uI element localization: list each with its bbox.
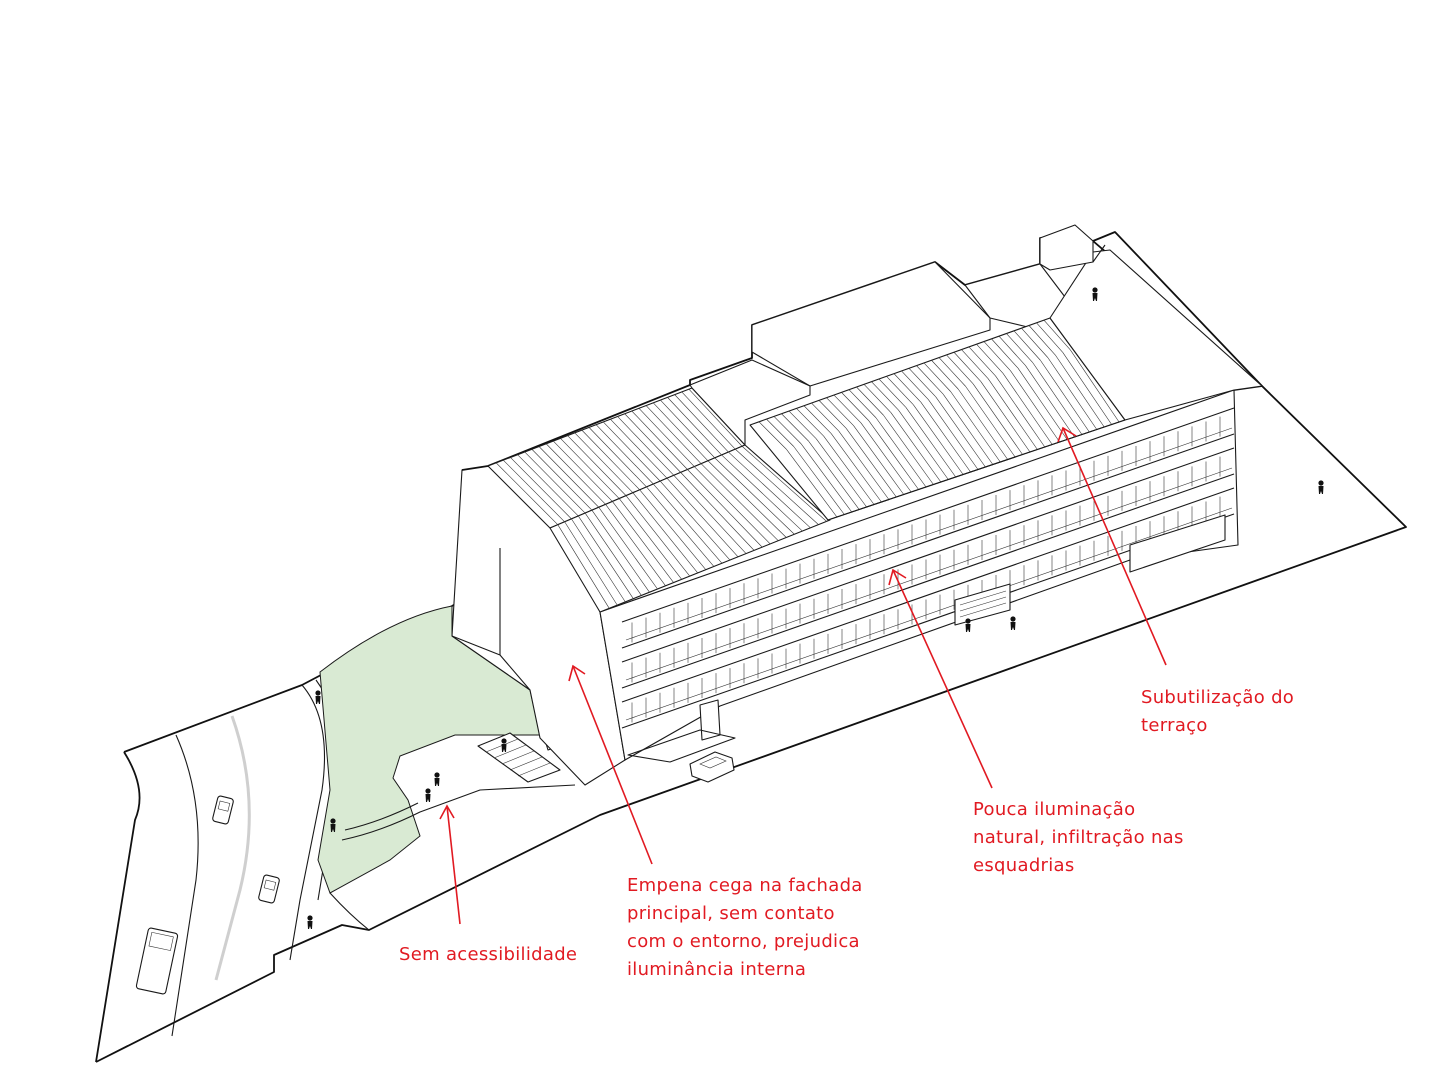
annotation-iluminacao-line-1: Pouca iluminação [973,799,1136,820]
road [135,679,340,1037]
floor-bands [621,407,1235,729]
arrow-empena [568,664,653,865]
upper-volume [751,261,991,387]
arrow-iluminacao [888,568,993,789]
person-figure [315,690,321,704]
person-figure [425,788,431,802]
person-figure [1010,616,1016,630]
annotation-empena: Empena cega na fachada principal, sem co… [627,872,863,984]
annotation-empena-line-2: principal, sem contato [627,903,835,924]
annotation-iluminacao-line-2: natural, infiltração nas [973,827,1184,848]
car-road-1 [212,795,234,825]
annotation-terraco: Subutilização do terraço [1141,684,1294,740]
person-figure [307,915,313,929]
annotation-terraco-line-2: terraço [1141,715,1208,736]
person-figure [1092,287,1098,301]
annotation-iluminacao-line-3: esquadrias [973,855,1075,876]
arrow-acessibilidade [439,804,461,925]
annotation-empena-line-3: com o entorno, prejudica [627,931,860,952]
bus-road [135,927,179,995]
annotation-acessibilidade: Sem acessibilidade [399,941,577,969]
people-figures [307,287,1324,929]
person-figure [434,772,440,786]
arrow-terraco [1057,426,1167,666]
annotation-iluminacao: Pouca iluminação natural, infiltração na… [973,796,1184,880]
window-mullions [631,416,1221,723]
roof-left-ribs [495,388,827,609]
person-figure [965,618,971,632]
annotation-empena-line-4: iluminância interna [627,959,807,980]
car-facade [689,751,735,783]
annotation-terraco-line-1: Subutilização do [1141,687,1295,708]
person-figure [501,738,507,752]
roof-right-ribs [758,319,1120,518]
annotation-arrows [439,426,1167,925]
person-figure [330,818,336,832]
car-road-2 [258,874,280,904]
person-figure [1318,480,1324,494]
annotation-empena-line-1: Empena cega na fachada [627,875,863,896]
annotation-acessibilidade-line-1: Sem acessibilidade [399,944,578,965]
building [451,224,1263,786]
